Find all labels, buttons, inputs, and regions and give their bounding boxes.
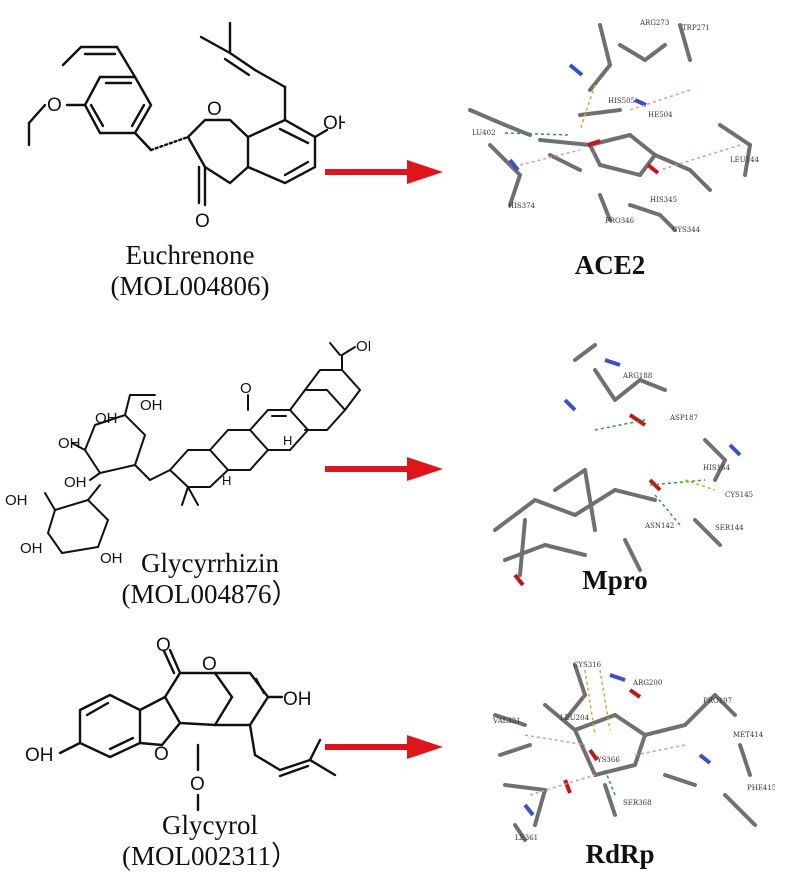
residue-label: LEU204 bbox=[560, 714, 590, 722]
residue-label: YS366 bbox=[596, 756, 620, 764]
compound-id: (MOL004806) bbox=[110, 271, 270, 301]
hydroxyl-label: OH bbox=[25, 745, 54, 766]
hydroxyl-label: OH bbox=[58, 435, 81, 452]
compound-caption: Euchrenone (MOL004806) bbox=[90, 240, 290, 302]
residue-label: ARG273 bbox=[639, 19, 669, 27]
residue-label: SER144 bbox=[715, 524, 744, 532]
residue-label: HIS345 bbox=[650, 196, 677, 204]
hydroxyl-label: OH bbox=[5, 492, 28, 509]
residue-label: PRO197 bbox=[703, 697, 732, 705]
hydrogen-label: H bbox=[283, 433, 292, 448]
target-label: RdRp bbox=[585, 839, 655, 869]
residue-label: PRO346 bbox=[605, 217, 635, 225]
residue-label: TRP271 bbox=[682, 24, 710, 32]
residue-label: HIS374 bbox=[508, 202, 536, 210]
compound-name: Glycyrol bbox=[162, 810, 258, 840]
hydroxyl-label: OH bbox=[100, 550, 123, 567]
row-glycyrol: O O O O OH OH Glycyrol (MOL002311） CYS31… bbox=[0, 625, 789, 878]
residue-label: LEU144 bbox=[730, 156, 760, 164]
hydrogen-label: H bbox=[222, 473, 231, 488]
residue-label: CYS145 bbox=[725, 491, 753, 499]
methoxy-oxygen-label: O bbox=[190, 774, 205, 795]
compound-name: Euchrenone bbox=[125, 240, 255, 270]
residue-label: PHE415 bbox=[747, 784, 775, 792]
residue-label: ASP187 bbox=[669, 414, 698, 422]
residue-label: HIS164 bbox=[703, 464, 731, 472]
ace2-docking-pose: ARG273 TRP271 HIS505 HE504 LU402 HIS374 … bbox=[468, 19, 760, 234]
compound-id: (MOL002311） bbox=[122, 841, 298, 871]
ether-oxygen-label: O bbox=[47, 95, 62, 116]
residue-label: MET414 bbox=[733, 731, 764, 739]
hydroxyl-label: OH bbox=[283, 689, 312, 710]
mpro-docking-pose: ARG188 ASP187 HIS164 CYS145 SER144 ASN14… bbox=[493, 343, 753, 587]
compound-caption: Glycyrol (MOL002311） bbox=[110, 810, 310, 872]
glycyrrhizin-structure: OH OH OH OH OH OH OH OH O H H bbox=[5, 338, 370, 567]
residue-label: LE361 bbox=[515, 834, 538, 842]
residue-label: CYS344 bbox=[672, 226, 701, 234]
hydroxyl-label: OH bbox=[64, 474, 87, 491]
compound-name: Glycyrrhizin bbox=[141, 548, 279, 578]
compound-id: (MOL004876） bbox=[121, 579, 299, 609]
hydroxyl-label: OH bbox=[20, 540, 43, 557]
ring-oxygen-label: O bbox=[207, 99, 222, 120]
hydroxyl-label: OH bbox=[356, 338, 370, 355]
row-euchrenone: O O O OH Euchrenone (MOL004806) ARG273 T… bbox=[0, 0, 789, 302]
target-label: ACE2 bbox=[574, 250, 646, 280]
residue-label: CYS316 bbox=[573, 661, 602, 669]
ring-oxygen-label: O bbox=[202, 654, 217, 675]
residue-label: LU402 bbox=[472, 129, 496, 137]
residue-label: ARG188 bbox=[622, 372, 652, 380]
hydroxyl-label: OH bbox=[323, 113, 345, 134]
furan-oxygen-label: O bbox=[154, 744, 169, 765]
residue-label: ASN142 bbox=[644, 522, 674, 530]
red-arrow-icon bbox=[325, 735, 443, 759]
hydroxyl-label: OH bbox=[95, 410, 118, 427]
row-glycyrrhizin: OH OH OH OH OH OH OH OH O H H Glycyrrhiz… bbox=[0, 305, 789, 615]
residue-label: HE504 bbox=[648, 111, 673, 119]
residue-label: SER368 bbox=[623, 799, 652, 807]
rdrp-docking-pose: CYS316 ARG200 PRO197 MET414 VAL321 LEU20… bbox=[492, 661, 775, 842]
euchrenone-structure: O O O OH bbox=[27, 21, 345, 232]
residue-label: VAL321 bbox=[492, 717, 521, 725]
ketone-oxygen-label: O bbox=[195, 211, 210, 232]
compound-caption: Glycyrrhizin (MOL004876） bbox=[100, 548, 320, 610]
ketone-oxygen-label: O bbox=[240, 380, 252, 397]
red-arrow-icon bbox=[325, 457, 443, 481]
residue-label: ARG200 bbox=[632, 679, 662, 687]
residue-label: HIS505 bbox=[608, 97, 635, 105]
hydroxyl-label: OH bbox=[140, 397, 163, 414]
carbonyl-oxygen-label: O bbox=[156, 635, 171, 656]
target-label: Mpro bbox=[582, 565, 648, 595]
glycyrol-structure: O O O O OH OH bbox=[25, 635, 337, 812]
red-arrow-icon bbox=[325, 160, 443, 184]
